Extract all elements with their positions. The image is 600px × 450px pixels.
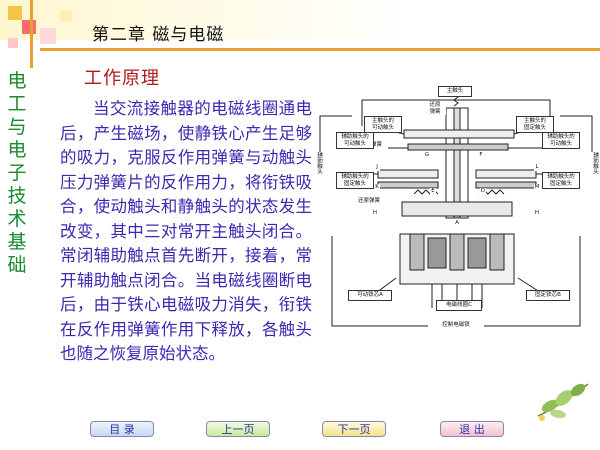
spine-slot — [453, 107, 461, 219]
aux-contact-bar-right — [475, 169, 537, 179]
label-main-fixed: 主触头的 固定触头 — [516, 116, 554, 133]
letter-m: M — [534, 184, 540, 191]
course-title: 电工与电子技术基础 — [7, 70, 27, 276]
label-coil: 电磁线圈C — [436, 300, 482, 311]
exit-button[interactable]: 退 出 — [440, 421, 504, 437]
letter-a: A — [454, 220, 460, 227]
letter-d: D — [480, 188, 486, 195]
leaf-decoration-icon — [537, 383, 589, 421]
prev-page-button[interactable]: 上一页 — [206, 421, 270, 437]
label-aux-side-right: 辅助触头 — [590, 152, 598, 174]
label-movable-core: 可动铁芯A — [348, 290, 392, 301]
letter-h: H — [534, 210, 540, 217]
deco-square — [40, 28, 56, 44]
deco-square — [60, 10, 72, 22]
label-aux-movable-right: 辅助触头的 可动触头 — [542, 132, 580, 149]
deco-square — [8, 6, 22, 20]
letter-h: H — [372, 210, 378, 217]
accent-horizontal-line — [40, 48, 600, 51]
deco-square — [8, 38, 18, 48]
leader-line — [560, 115, 593, 158]
letter-g: G — [424, 152, 430, 159]
header-band — [0, 0, 600, 40]
armature — [401, 201, 513, 217]
letter-k: K — [374, 184, 380, 191]
label-main-movable: 主触头的 可动触头 — [364, 116, 402, 133]
main-contact-bar — [407, 143, 509, 151]
main-contact-bar — [403, 129, 515, 139]
label-aux-movable-left: 辅助触头的 可动触头 — [336, 132, 374, 149]
aux-contact-bar-left — [377, 169, 439, 179]
coil-lead — [431, 284, 483, 308]
body-paragraph: 当交流接触器的电磁线圈通电后，产生磁场，使静铁心产生足够的吸力，克服反作用弹簧与… — [60, 99, 312, 363]
deco-square — [22, 20, 36, 34]
letter-l: L — [534, 164, 540, 171]
coil-winding — [467, 237, 487, 269]
leader-line — [319, 115, 352, 158]
next-page-button[interactable]: 下一页 — [322, 421, 386, 437]
core-leg — [409, 233, 425, 271]
label-main-contact: 主触头 — [438, 86, 472, 97]
aux-contact-bar-left — [377, 181, 439, 189]
label-aux-side-left: 辅助触头 — [314, 152, 322, 174]
letter-f: F — [478, 152, 484, 159]
chapter-title: 第二章 磁与电磁 — [92, 25, 225, 45]
coil-lead — [441, 284, 473, 302]
label-aux-fixed-left: 辅助触头的 固定触头 — [336, 172, 374, 189]
contactor-diagram: 主触头 还原 弹簧 主触头的 可动触头 主触头的 固定触头 还原弹簧 辅助触头的… — [312, 86, 600, 346]
letter-e: E — [430, 188, 436, 195]
label-control-coil: 控制电磁铁 — [428, 322, 484, 329]
coil-winding — [427, 237, 447, 269]
label-aux-fixed-right: 辅助触头的 固定触头 — [542, 172, 580, 189]
label-fixed-core: 固定铁芯B — [526, 290, 570, 301]
label-reset-spring-bottom: 还原弹簧 — [352, 198, 386, 205]
core-leg — [489, 233, 505, 271]
toc-button[interactable]: 目 录 — [90, 421, 154, 437]
core-leg — [449, 233, 465, 271]
label-reset-spring-top: 还原 弹簧 — [424, 102, 446, 115]
accent-vertical-line — [30, 0, 33, 68]
letter-j: J — [374, 164, 380, 171]
section-heading: 工作原理 — [84, 68, 160, 89]
